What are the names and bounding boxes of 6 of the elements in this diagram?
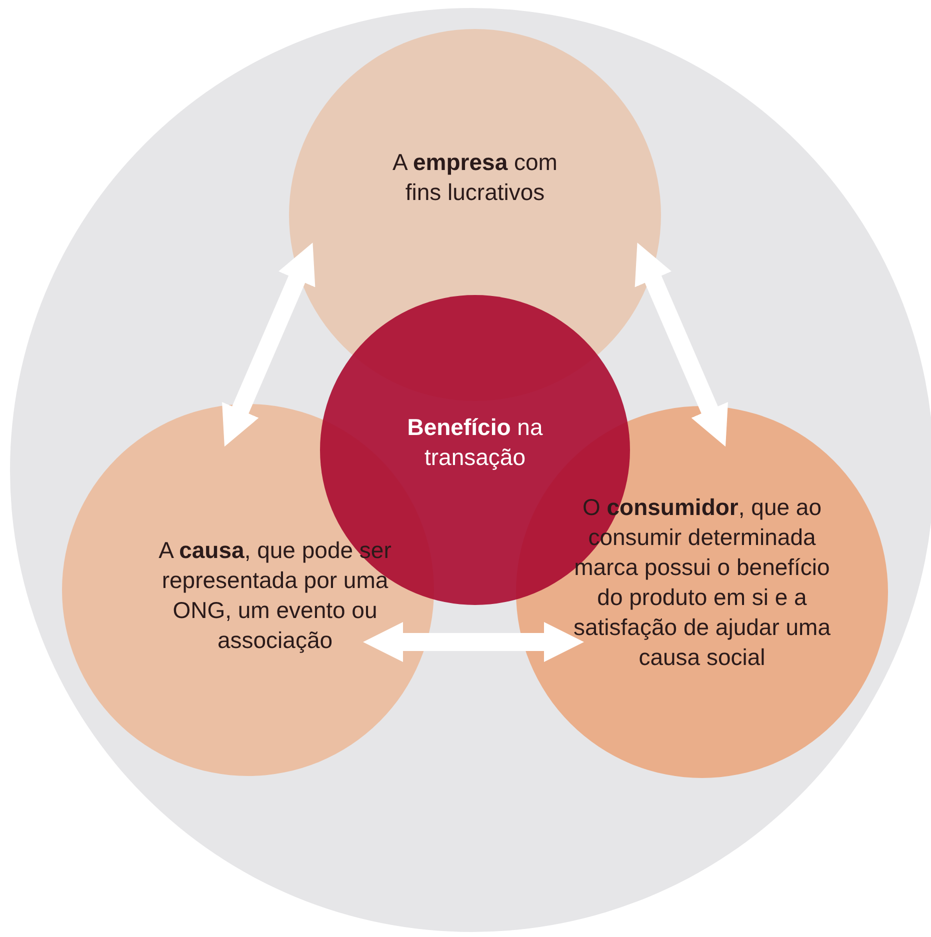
double-arrow xyxy=(634,242,728,447)
circle-label: A causa, que pode ser representada por uma ONG, um evento ou associação xyxy=(158,536,392,655)
double-arrow xyxy=(363,622,584,662)
circle-label: Benefício na transação xyxy=(406,413,544,472)
circle-label: A empresa com fins lucrativos xyxy=(392,148,558,207)
double-arrow xyxy=(222,242,316,447)
